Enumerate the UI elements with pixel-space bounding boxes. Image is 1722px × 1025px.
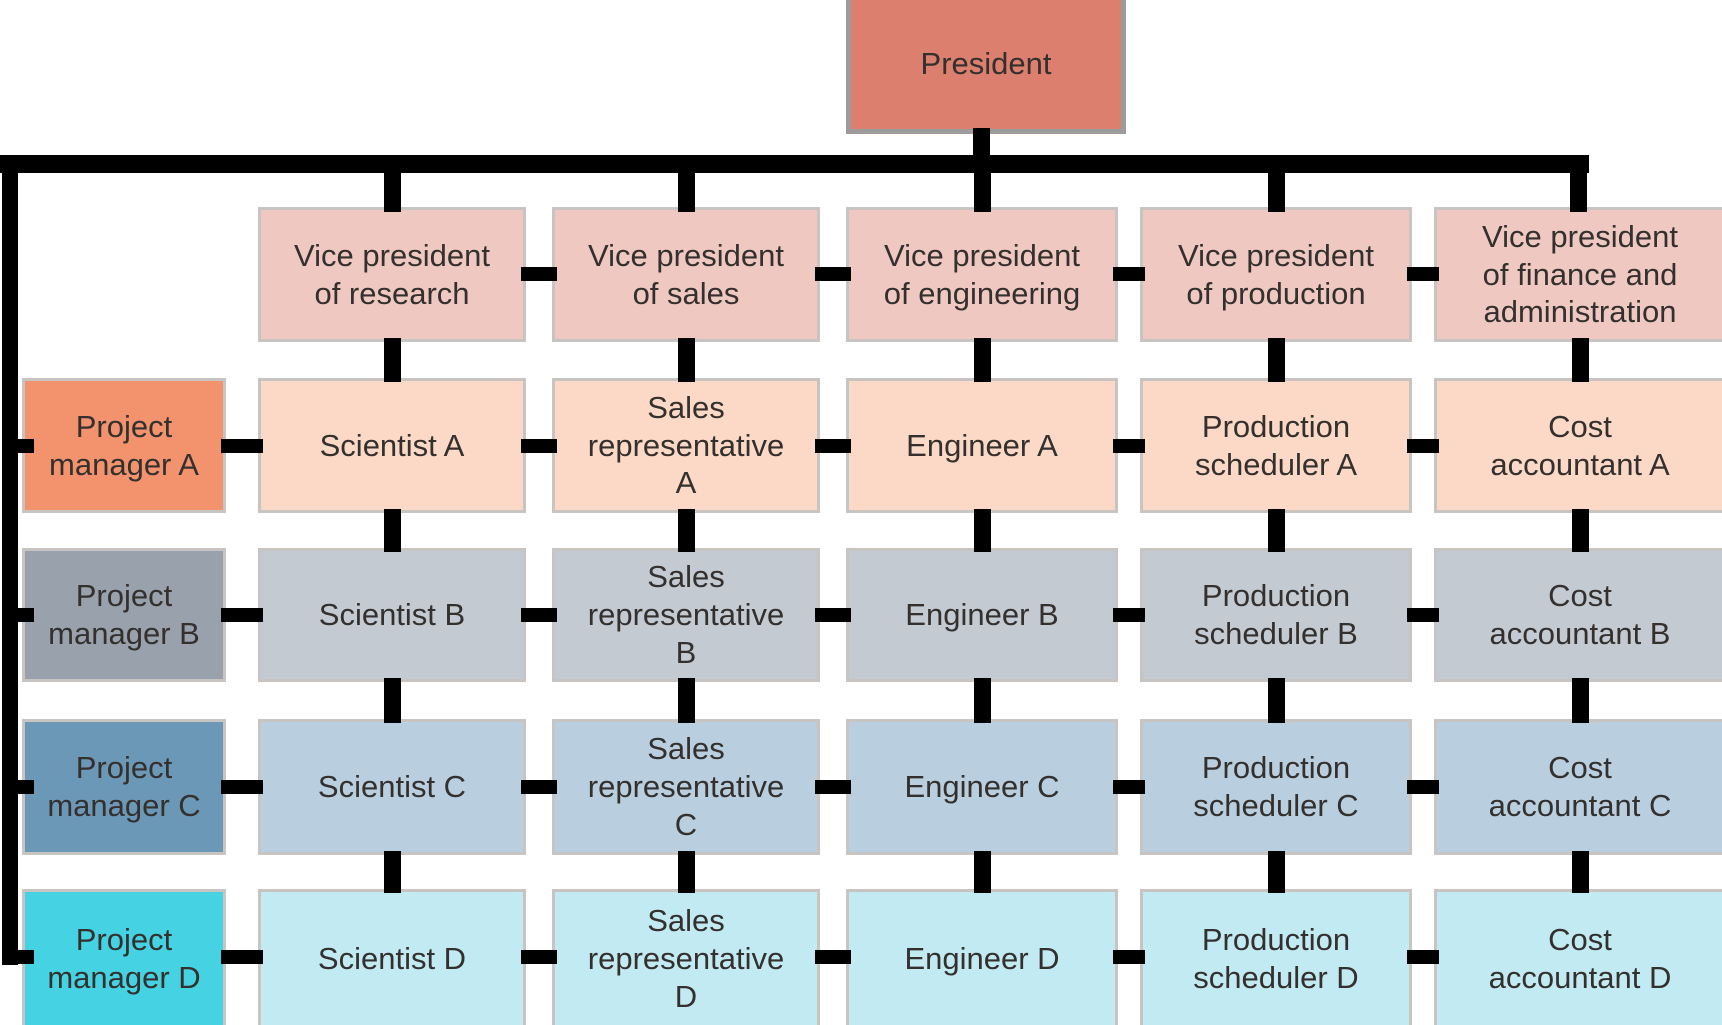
column-connector bbox=[1268, 851, 1285, 893]
row-connector bbox=[815, 780, 851, 794]
row-connector bbox=[815, 439, 851, 453]
spine-stub-connector bbox=[2, 439, 34, 453]
column-connector bbox=[384, 851, 401, 893]
row-connector bbox=[1113, 780, 1145, 794]
vp-drop-connector bbox=[974, 166, 991, 212]
member-box-3-1: Sales representative D bbox=[552, 889, 820, 1025]
member-box-3-2: Engineer D bbox=[846, 889, 1118, 1025]
row-connector bbox=[521, 267, 557, 281]
row-connector bbox=[221, 439, 263, 453]
project-manager-box-0: Project manager A bbox=[22, 378, 226, 513]
column-connector bbox=[974, 509, 991, 552]
row-connector bbox=[1113, 950, 1145, 964]
member-box-2-0: Scientist C bbox=[258, 719, 526, 855]
row-connector bbox=[521, 950, 557, 964]
member-box-0-3: Production scheduler A bbox=[1140, 378, 1412, 513]
column-connector bbox=[1268, 678, 1285, 723]
column-connector bbox=[1268, 338, 1285, 382]
column-connector bbox=[1572, 509, 1589, 552]
column-connector bbox=[678, 338, 695, 382]
vp-box-4: Vice president of finance and administra… bbox=[1434, 207, 1722, 342]
row-connector bbox=[1407, 950, 1439, 964]
row-connector bbox=[815, 950, 851, 964]
row-connector bbox=[221, 608, 263, 622]
row-connector bbox=[1113, 267, 1145, 281]
vp-drop-connector bbox=[1570, 155, 1587, 212]
member-box-2-1: Sales representative C bbox=[552, 719, 820, 855]
vp-drop-connector bbox=[1268, 166, 1285, 212]
member-box-0-0: Scientist A bbox=[258, 378, 526, 513]
column-connector bbox=[384, 338, 401, 382]
member-box-3-4: Cost accountant D bbox=[1434, 889, 1722, 1025]
row-connector bbox=[221, 780, 263, 794]
row-connector bbox=[521, 439, 557, 453]
vp-box-0: Vice president of research bbox=[258, 207, 526, 342]
member-box-2-3: Production scheduler C bbox=[1140, 719, 1412, 855]
spine-stub-connector bbox=[2, 950, 34, 964]
project-manager-box-3: Project manager D bbox=[22, 889, 226, 1025]
left-spine-line bbox=[2, 155, 18, 965]
member-box-1-4: Cost accountant B bbox=[1434, 548, 1722, 682]
row-connector bbox=[521, 608, 557, 622]
row-connector bbox=[1407, 439, 1439, 453]
column-connector bbox=[678, 678, 695, 723]
row-connector bbox=[815, 267, 851, 281]
project-manager-box-1: Project manager B bbox=[22, 548, 226, 682]
member-box-0-1: Sales representative A bbox=[552, 378, 820, 513]
org-hierarchy-line bbox=[0, 155, 1589, 173]
spine-stub-connector bbox=[2, 780, 34, 794]
row-connector bbox=[815, 608, 851, 622]
president-box: President bbox=[846, 0, 1126, 134]
project-manager-box-2: Project manager C bbox=[22, 719, 226, 855]
vp-drop-connector bbox=[384, 166, 401, 212]
member-box-1-3: Production scheduler B bbox=[1140, 548, 1412, 682]
member-box-1-1: Sales representative B bbox=[552, 548, 820, 682]
row-connector bbox=[1113, 608, 1145, 622]
column-connector bbox=[974, 851, 991, 893]
member-box-3-0: Scientist D bbox=[258, 889, 526, 1025]
row-connector bbox=[1407, 608, 1439, 622]
member-box-2-4: Cost accountant C bbox=[1434, 719, 1722, 855]
member-box-0-4: Cost accountant A bbox=[1434, 378, 1722, 513]
spine-stub-connector bbox=[2, 608, 34, 622]
column-connector bbox=[974, 678, 991, 723]
column-connector bbox=[384, 509, 401, 552]
column-connector bbox=[678, 851, 695, 893]
column-connector bbox=[974, 338, 991, 382]
row-connector bbox=[521, 780, 557, 794]
row-connector bbox=[1113, 439, 1145, 453]
vp-drop-connector bbox=[678, 166, 695, 212]
member-box-0-2: Engineer A bbox=[846, 378, 1118, 513]
row-connector bbox=[1407, 267, 1439, 281]
president-connector bbox=[973, 128, 990, 162]
vp-box-2: Vice president of engineering bbox=[846, 207, 1118, 342]
member-box-1-2: Engineer B bbox=[846, 548, 1118, 682]
row-connector bbox=[1407, 780, 1439, 794]
member-box-3-3: Production scheduler D bbox=[1140, 889, 1412, 1025]
member-box-2-2: Engineer C bbox=[846, 719, 1118, 855]
column-connector bbox=[1572, 338, 1589, 382]
vp-box-1: Vice president of sales bbox=[552, 207, 820, 342]
column-connector bbox=[384, 678, 401, 723]
column-connector bbox=[1572, 678, 1589, 723]
row-connector bbox=[221, 950, 263, 964]
column-connector bbox=[678, 509, 695, 552]
column-connector bbox=[1572, 851, 1589, 893]
vp-box-3: Vice president of production bbox=[1140, 207, 1412, 342]
member-box-1-0: Scientist B bbox=[258, 548, 526, 682]
column-connector bbox=[1268, 509, 1285, 552]
